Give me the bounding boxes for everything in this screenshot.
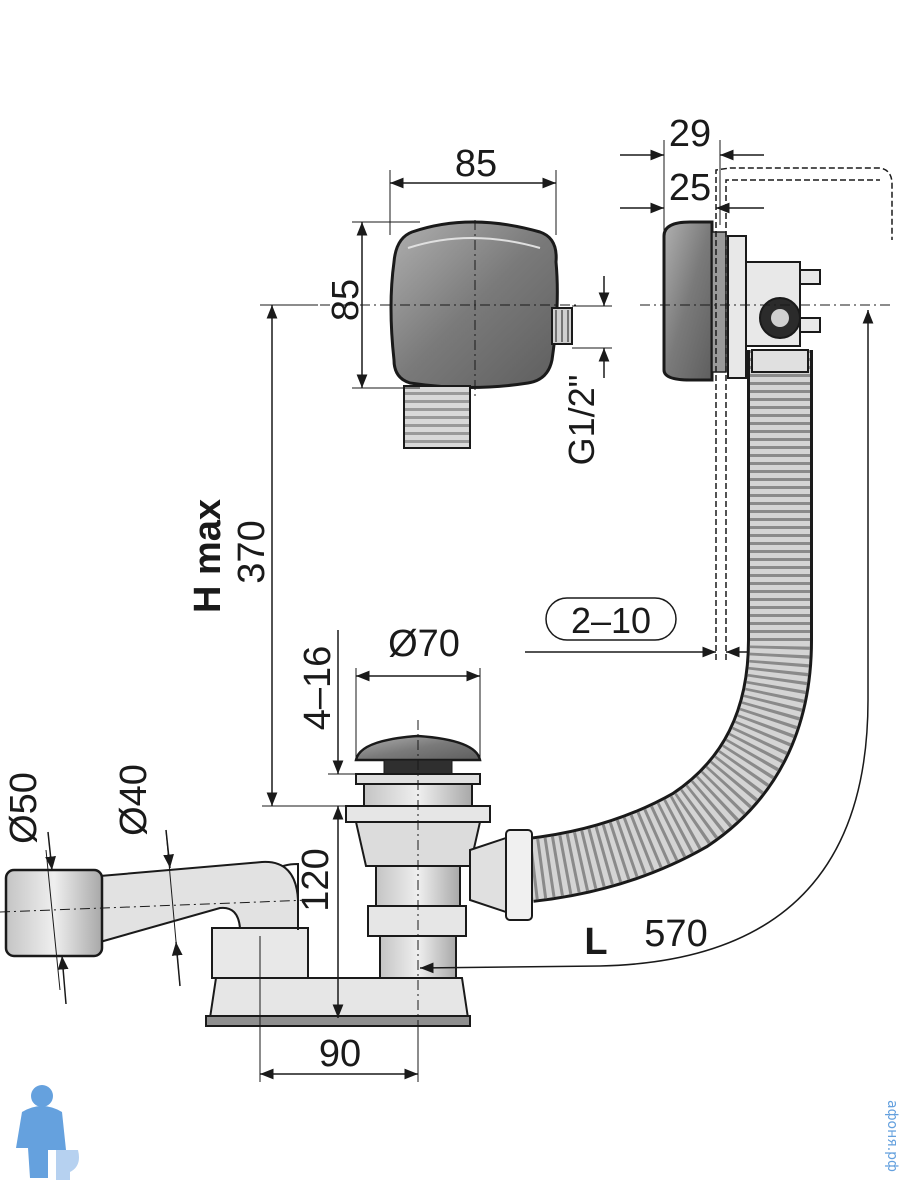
- dim-wall-thickness: 2–10: [525, 597, 748, 658]
- dim-outlet-d40: Ø40: [113, 764, 183, 987]
- dim-overflow-width: 85: [389, 143, 557, 235]
- dim-overflow-height: 85: [325, 221, 420, 389]
- outlet-d50-label: Ø50: [3, 772, 45, 844]
- watermark-text: афоня.рф: [884, 1100, 900, 1172]
- dim-length: L 570: [419, 310, 874, 974]
- waste-assembly: [0, 720, 533, 1040]
- outlet-socket: [4, 868, 104, 958]
- rosette-width-label: 29: [669, 113, 711, 155]
- dim-trap-height: 120: [295, 806, 344, 1018]
- dim-rosette-depth: 25: [620, 167, 764, 214]
- plug-diameter-label: Ø70: [388, 623, 460, 665]
- dim-rosette-width: 29: [620, 113, 764, 245]
- overflow-height-label: 85: [325, 279, 367, 321]
- overflow-width-label: 85: [455, 143, 497, 185]
- dim-thread: G1/2": [561, 276, 612, 465]
- watermark: афоня.рф: [16, 1085, 900, 1180]
- dim-outlet-d50: Ø50: [3, 772, 69, 1005]
- h-max-label: H max: [187, 499, 229, 613]
- wall-thickness-label: 2–10: [571, 600, 651, 641]
- h-max-value: 370: [231, 520, 273, 583]
- overflow-threaded-outlet: [403, 385, 471, 449]
- plumber-icon: [16, 1085, 79, 1180]
- outlet-pipe: [99, 860, 299, 944]
- outlet-d40-label: Ø40: [113, 764, 155, 836]
- dim-plug-adjust: 4–16: [297, 630, 360, 775]
- thread-size-label: G1/2": [561, 375, 602, 466]
- offset-label: 90: [319, 1033, 361, 1075]
- dim-offset: 90: [259, 936, 419, 1082]
- length-label: L: [584, 921, 607, 963]
- length-value: 570: [644, 913, 707, 955]
- plug-adjust-label: 4–16: [297, 646, 339, 731]
- dim-h-max: H max 370: [187, 304, 350, 807]
- rosette-depth-label: 25: [669, 167, 711, 209]
- overflow-front-view: [260, 220, 580, 449]
- trap-height-label: 120: [295, 848, 337, 911]
